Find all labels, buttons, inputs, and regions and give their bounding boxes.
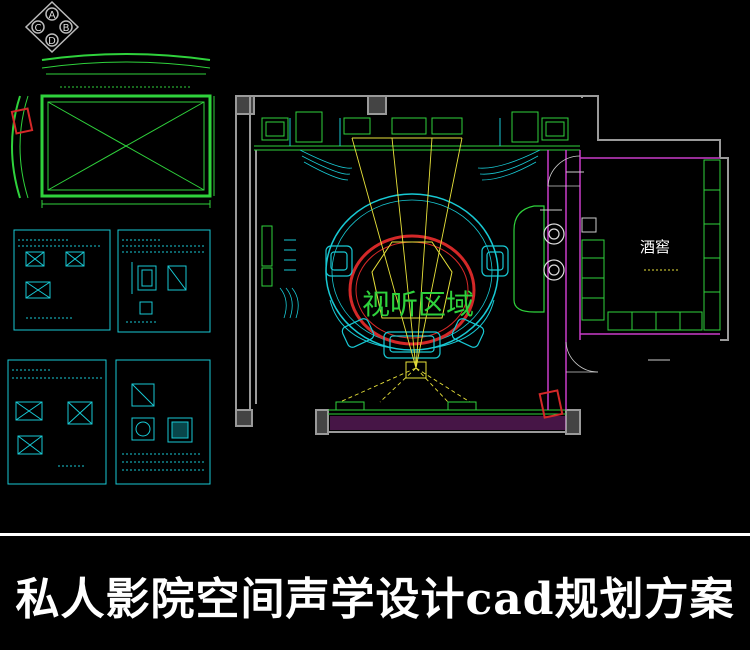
cad-drawing: A B C D [7, 0, 729, 485]
watermark-stamp-right [538, 389, 564, 419]
corridor-walls [547, 150, 720, 410]
front-wall-items [328, 401, 566, 415]
banner-title: 私人影院空间声学设计cad规划方案 [15, 574, 735, 625]
logo-letter-d: D [48, 36, 56, 47]
screen-elevation [11, 53, 215, 208]
bar-stools [543, 223, 565, 281]
left-side-panels [261, 225, 273, 287]
banner-divider [0, 533, 750, 536]
seating-zone [325, 193, 499, 351]
zone-label: 视听区域 [362, 288, 474, 321]
door-swings [547, 155, 599, 373]
outer-walls [235, 95, 729, 435]
front-floor-strip [330, 416, 566, 430]
dimension-marks [284, 171, 670, 361]
detail-box-3 [7, 359, 107, 485]
watermark-stamp [10, 107, 34, 135]
abcd-logo [24, 0, 80, 54]
wall-panel-dividers [289, 118, 501, 146]
diffuser-arcs [299, 149, 541, 181]
detail-box-2 [117, 229, 211, 333]
logo-letter-c: C [35, 23, 42, 34]
floor-plan [235, 95, 729, 435]
wine-cellar-shelves [581, 159, 721, 331]
left-wall-diffusers [279, 287, 299, 319]
logo-letter-a: A [49, 10, 56, 21]
bar-counter [513, 205, 545, 313]
detail-box-4 [115, 359, 211, 485]
projection-lines [339, 137, 471, 403]
cellar-cabinet [581, 217, 597, 233]
room-label: 酒窖 [640, 238, 670, 256]
detail-box-1 [13, 229, 111, 331]
screen-wall [254, 111, 580, 151]
logo-letter-b: B [63, 23, 70, 34]
